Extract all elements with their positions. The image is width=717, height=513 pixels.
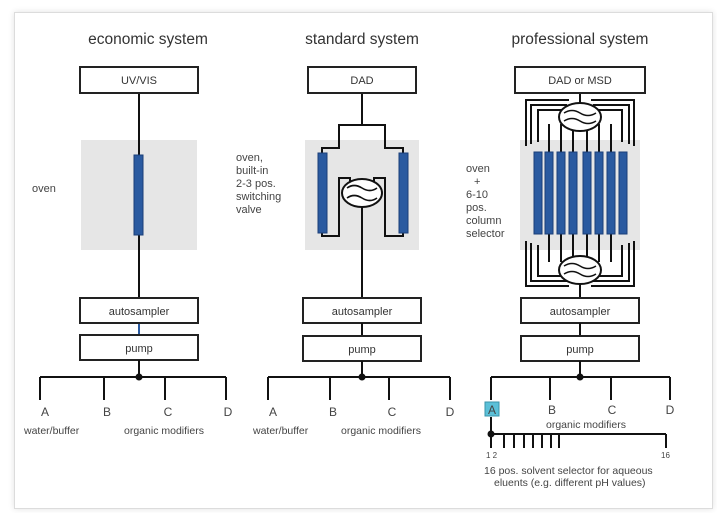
standard-column-right bbox=[398, 152, 409, 234]
professional-oven-label-6: selector bbox=[466, 228, 505, 240]
standard-pump-box bbox=[302, 335, 422, 362]
economic-title: economic system bbox=[88, 31, 208, 48]
professional-column-5 bbox=[582, 151, 592, 235]
professional-column-1 bbox=[533, 151, 543, 235]
professional-title: professional system bbox=[512, 31, 649, 48]
standard-autosampler-label: autosampler bbox=[332, 306, 393, 318]
economic-eluent-c: C bbox=[164, 405, 173, 419]
professional-oven-label-4: pos. bbox=[466, 202, 487, 214]
professional-eluent-d: D bbox=[666, 403, 675, 417]
standard-organic-label: organic modifiers bbox=[341, 425, 421, 437]
professional-detector-box bbox=[514, 66, 646, 94]
professional-autosampler-box bbox=[520, 297, 640, 324]
professional-pump-box bbox=[520, 335, 640, 362]
economic-water-label: water/buffer bbox=[23, 425, 80, 437]
standard-pump-label: pump bbox=[348, 344, 376, 356]
economic-eluent-d: D bbox=[224, 405, 233, 419]
economic-eluent-a: A bbox=[41, 405, 49, 419]
standard-water-label: water/buffer bbox=[252, 425, 309, 437]
professional-top-selector-valve bbox=[558, 102, 602, 132]
economic-pump-box bbox=[79, 334, 199, 361]
professional-system: professional system oven + 6-10 pos. col… bbox=[466, 31, 675, 489]
professional-detector-label: DAD or MSD bbox=[548, 75, 612, 87]
professional-column-7 bbox=[606, 151, 616, 235]
professional-selector-note-1: 16 pos. solvent selector for aqueous bbox=[484, 465, 653, 477]
economic-organic-label: organic modifiers bbox=[124, 425, 204, 437]
professional-selector-end: 16 bbox=[661, 451, 670, 460]
professional-eluent-a-highlight bbox=[484, 401, 500, 417]
standard-eluent-d: D bbox=[446, 405, 455, 419]
standard-oven-label-2: built-in bbox=[236, 165, 268, 177]
professional-oven-label-2: + bbox=[474, 176, 480, 188]
economic-eluent-b: B bbox=[103, 405, 111, 419]
professional-selector-start: 1 2 bbox=[486, 451, 498, 460]
professional-eluent-a: A bbox=[488, 403, 496, 417]
professional-oven-label-5: column bbox=[466, 215, 501, 227]
standard-system: standard system oven, built-in 2-3 pos. … bbox=[236, 31, 455, 437]
professional-columns bbox=[533, 151, 628, 235]
economic-autosampler-label: autosampler bbox=[109, 306, 170, 318]
professional-oven-label-3: 6-10 bbox=[466, 189, 488, 201]
standard-oven-label-5: valve bbox=[236, 204, 262, 216]
economic-column bbox=[133, 154, 144, 236]
professional-column-4 bbox=[568, 151, 578, 235]
professional-organic-label: organic modifiers bbox=[546, 419, 626, 431]
standard-detector-box bbox=[307, 66, 417, 94]
standard-column-left bbox=[317, 152, 328, 234]
economic-pump-label: pump bbox=[125, 343, 153, 355]
standard-eluent-b: B bbox=[329, 405, 337, 419]
economic-oven-label: oven bbox=[32, 183, 56, 195]
economic-system: economic system oven UV/VIS autosampler … bbox=[23, 31, 233, 437]
standard-switching-valve bbox=[341, 178, 383, 208]
economic-detector-label: UV/VIS bbox=[121, 75, 157, 87]
professional-bottom-selector-valve bbox=[558, 255, 602, 285]
professional-pump-label: pump bbox=[566, 344, 594, 356]
standard-oven-label-4: switching bbox=[236, 191, 281, 203]
professional-column-3 bbox=[556, 151, 566, 235]
professional-eluent-b: B bbox=[548, 403, 556, 417]
economic-autosampler-box bbox=[79, 297, 199, 324]
standard-oven-label-3: 2-3 pos. bbox=[236, 178, 276, 190]
standard-eluent-a: A bbox=[269, 405, 277, 419]
professional-autosampler-label: autosampler bbox=[550, 306, 611, 318]
professional-column-8 bbox=[618, 151, 628, 235]
economic-detector-box bbox=[79, 66, 199, 94]
standard-oven-label-1: oven, bbox=[236, 152, 263, 164]
professional-column-6 bbox=[594, 151, 604, 235]
professional-oven-label-1: oven bbox=[466, 163, 490, 175]
professional-solvent-selector bbox=[487, 417, 667, 448]
standard-detector-label: DAD bbox=[350, 75, 373, 87]
professional-column-2 bbox=[544, 151, 554, 235]
standard-autosampler-box bbox=[302, 297, 422, 324]
professional-eluent-c: C bbox=[608, 403, 617, 417]
standard-eluent-c: C bbox=[388, 405, 397, 419]
professional-selector-note-2: eluents (e.g. different pH values) bbox=[494, 477, 646, 489]
standard-title: standard system bbox=[305, 31, 419, 48]
